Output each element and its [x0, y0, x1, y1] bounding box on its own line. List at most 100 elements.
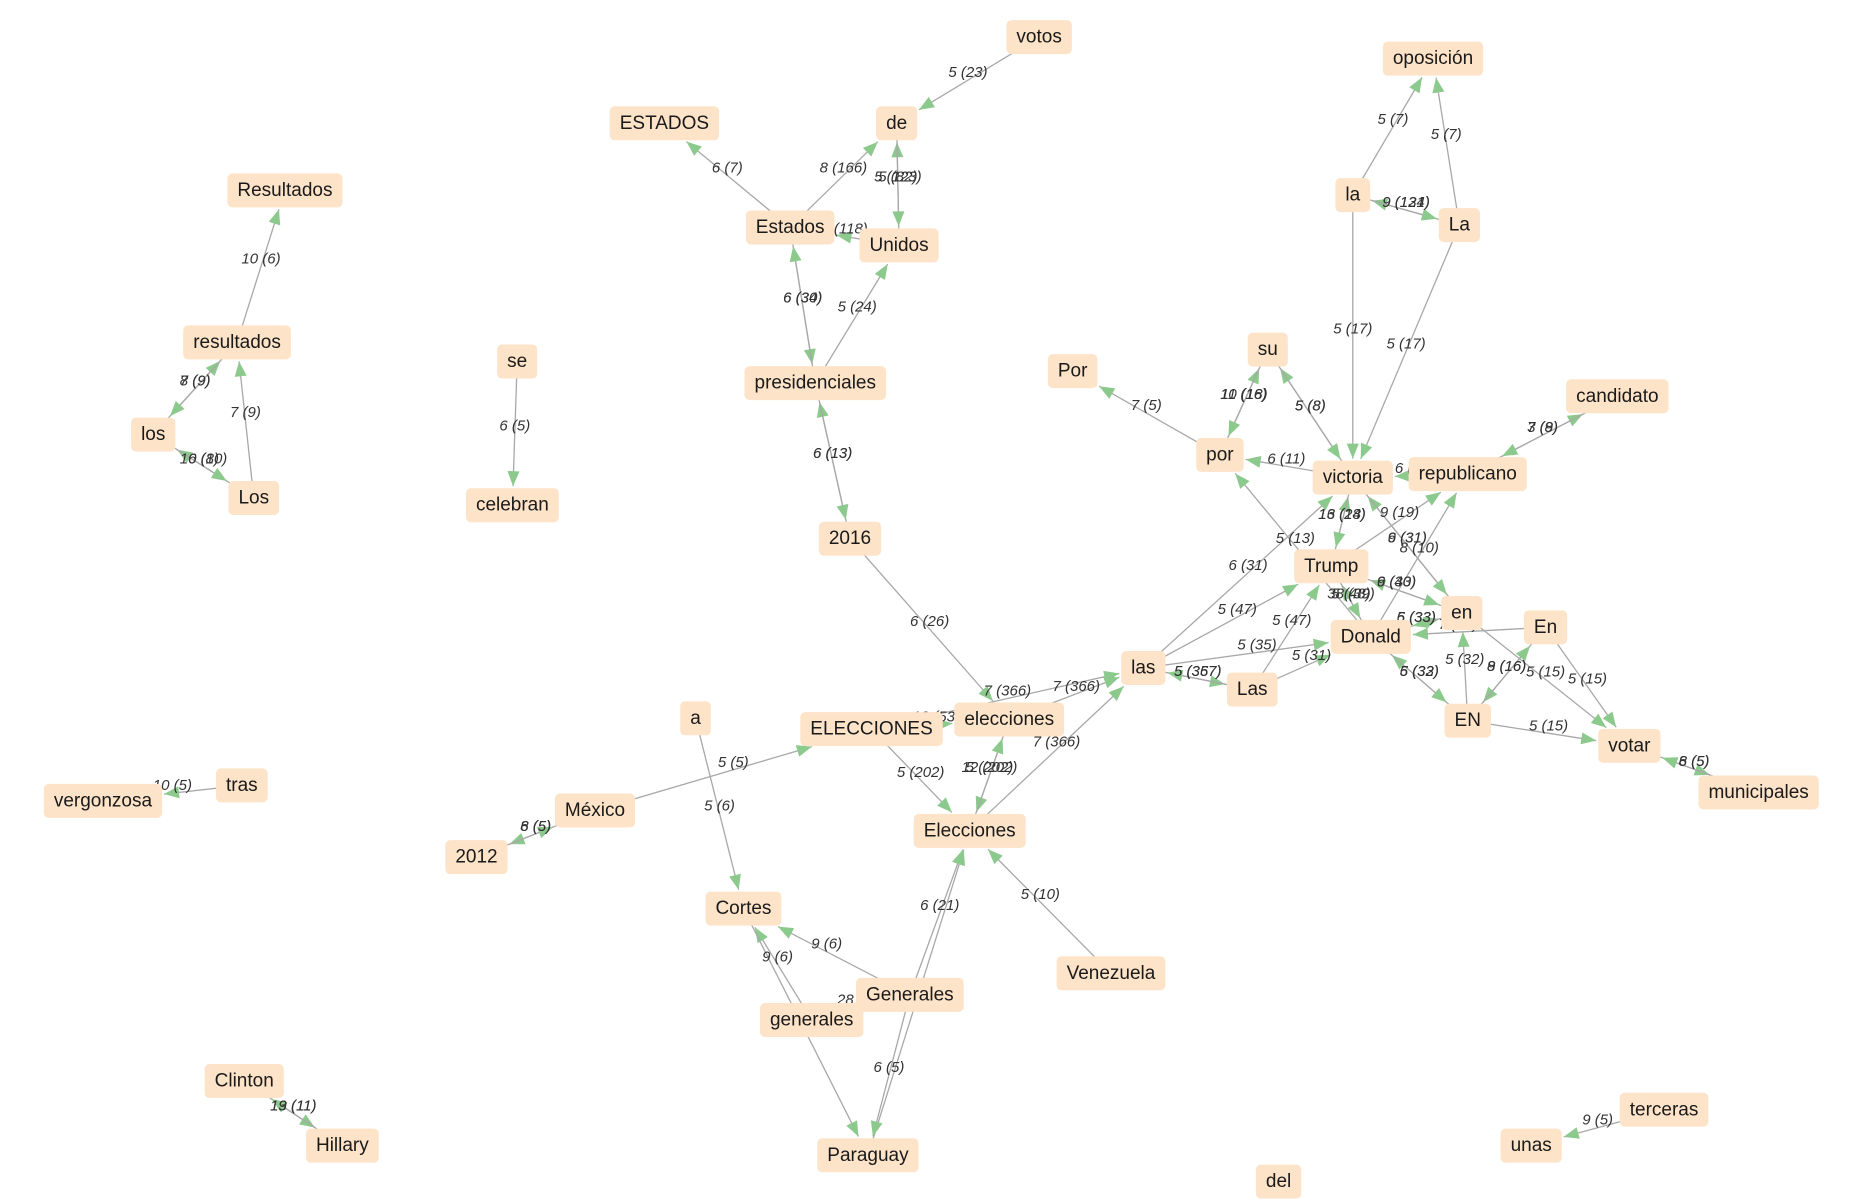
node-Los[interactable]: Los [228, 481, 280, 516]
edge-arrow [1602, 711, 1617, 728]
edge-line [1435, 77, 1460, 226]
node-Resultados[interactable]: Resultados [227, 173, 343, 208]
node-elecciones[interactable]: elecciones [954, 702, 1065, 737]
node-presidenciales[interactable]: presidenciales [744, 366, 887, 401]
edge-label: 9 (16) [1487, 658, 1526, 675]
edge-label: 5 (5) [718, 754, 749, 771]
node-box [1438, 208, 1480, 243]
node-En[interactable]: En [1523, 610, 1568, 645]
node-label: resultados [193, 332, 281, 353]
node-municipales[interactable]: municipales [1698, 775, 1819, 810]
node-del[interactable]: del [1255, 1164, 1302, 1199]
node-Cortes[interactable]: Cortes [705, 891, 782, 926]
node-Mexico[interactable]: México [554, 793, 636, 828]
node-label: municipales [1708, 782, 1808, 803]
node-box [1006, 20, 1072, 55]
node-republicano[interactable]: republicano [1408, 457, 1527, 492]
edge-arrow [1412, 627, 1429, 640]
node-label: Resultados [237, 180, 332, 201]
edge-arrow [1432, 77, 1445, 94]
edge-arrow [1235, 473, 1250, 489]
node-Paraguay[interactable]: Paraguay [817, 1138, 919, 1173]
node-candidato[interactable]: candidato [1566, 379, 1669, 414]
node-oposicion[interactable]: oposición [1382, 41, 1484, 76]
edge-label: 8 (9) [180, 372, 211, 389]
edge-label: 10 (18) [1220, 386, 1268, 403]
edge-label: 10 (10) [180, 450, 228, 467]
node-2016[interactable]: 2016 [818, 521, 882, 556]
node-celebran[interactable]: celebran [465, 488, 559, 523]
node-Donald[interactable]: Donald [1330, 619, 1411, 654]
edge-line [1251, 584, 1320, 690]
node-tras[interactable]: tras [215, 768, 268, 803]
edge-label: 5 (357) [1174, 663, 1222, 680]
node-box [554, 793, 636, 828]
node-2012[interactable]: 2012 [445, 840, 508, 875]
node-box [609, 106, 720, 141]
edge-label: 5 (15) [1526, 663, 1565, 680]
edge-arrow [509, 833, 526, 845]
node-Estados[interactable]: Estados [745, 210, 835, 245]
node-se[interactable]: se [497, 344, 538, 379]
node-ELECCIONES[interactable]: ELECCIONES [800, 712, 943, 747]
node-label: Donald [1341, 626, 1401, 647]
node-box [227, 173, 343, 208]
edge-arrow [874, 264, 888, 281]
node-unas[interactable]: unas [1500, 1128, 1562, 1163]
node-EN[interactable]: EN [1444, 703, 1491, 738]
node-vergonzosa[interactable]: vergonzosa [43, 783, 163, 818]
node-La[interactable]: La [1438, 208, 1480, 243]
node-box [1255, 1164, 1302, 1199]
node-los[interactable]: los [131, 417, 176, 452]
node-generales[interactable]: generales [759, 1002, 864, 1037]
node-Clinton[interactable]: Clinton [204, 1064, 284, 1099]
node-su[interactable]: su [1247, 332, 1288, 367]
node-box [954, 702, 1065, 737]
node-a[interactable]: a [680, 701, 711, 736]
node-label: Generales [866, 984, 954, 1005]
node-Trump[interactable]: Trump [1294, 549, 1369, 584]
node-Hillary[interactable]: Hillary [305, 1128, 379, 1163]
node-Generales[interactable]: Generales [856, 977, 964, 1012]
edge-arrow [975, 795, 988, 812]
edge-label: 10 (5) [153, 777, 192, 794]
edge-label: 5 (32) [1445, 651, 1484, 668]
node-ESTADOS[interactable]: ESTADOS [609, 106, 720, 141]
node-box [1598, 728, 1661, 763]
node-votar[interactable]: votar [1598, 728, 1661, 763]
node-label: celebran [476, 495, 549, 516]
edge-label: 19 (11) [270, 1097, 316, 1114]
node-por[interactable]: por [1196, 437, 1244, 472]
edge-arrow [862, 141, 878, 157]
edge-arrow [978, 685, 993, 701]
node-Las[interactable]: Las [1226, 672, 1278, 707]
edge-label: 9 (31) [1388, 529, 1427, 546]
edge-label: 16 (24) [1318, 506, 1366, 523]
node-box [305, 1128, 379, 1163]
node-votos[interactable]: votos [1006, 20, 1072, 55]
edge-label: 5 (8) [1295, 398, 1326, 415]
edge-line [1461, 612, 1607, 729]
edge-line [872, 994, 911, 1137]
node-Unidos[interactable]: Unidos [859, 228, 939, 263]
edge-arrow [1409, 77, 1423, 94]
node-resultados[interactable]: resultados [183, 325, 291, 360]
node-terceras[interactable]: terceras [1619, 1092, 1709, 1127]
edge-label: 5 (6) [704, 797, 735, 814]
edge-arrow [836, 231, 853, 244]
node-label: Las [1237, 679, 1268, 700]
edge-arrow [1563, 1127, 1580, 1139]
node-Por[interactable]: Por [1047, 354, 1098, 389]
node-box [1500, 1128, 1562, 1163]
edge-arrow [991, 738, 1004, 755]
node-box [705, 891, 782, 926]
node-la[interactable]: la [1335, 178, 1371, 213]
node-Elecciones[interactable]: Elecciones [913, 813, 1026, 848]
node-las[interactable]: las [1121, 651, 1166, 686]
node-Venezuela[interactable]: Venezuela [1056, 956, 1166, 991]
node-label: del [1266, 1171, 1291, 1192]
node-en[interactable]: en [1441, 595, 1483, 630]
node-label: oposición [1393, 48, 1473, 69]
node-victoria[interactable]: victoria [1312, 460, 1393, 495]
node-de[interactable]: de [876, 106, 918, 141]
